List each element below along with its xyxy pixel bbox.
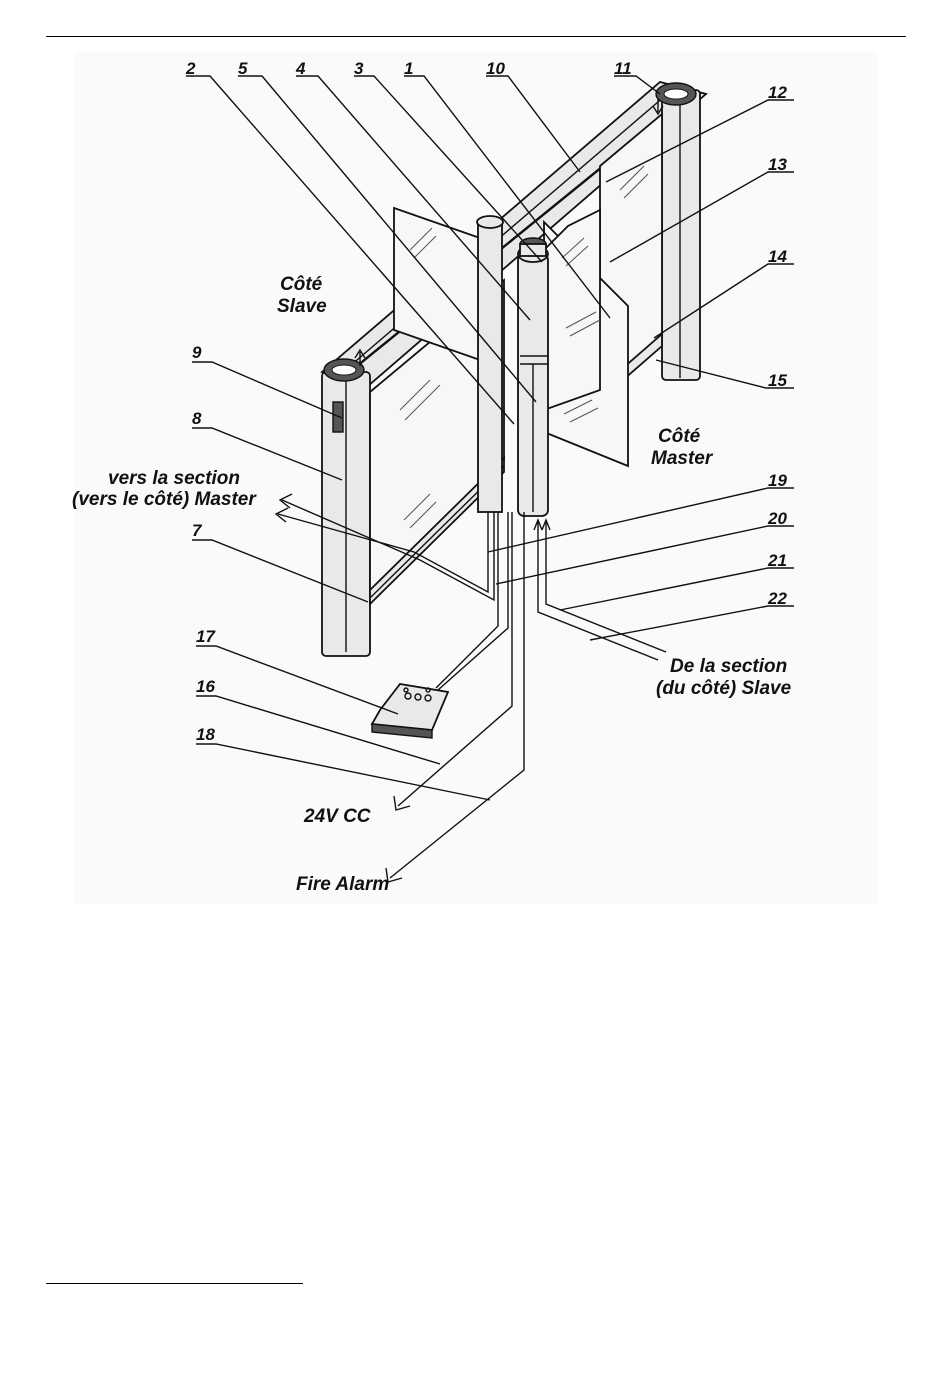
label-cote-slave-2: Slave [277,296,327,317]
callout-22: 22 [767,589,787,608]
callout-1: 1 [404,59,413,78]
callout-17: 17 [196,627,216,646]
callout-7: 7 [192,521,203,540]
footnote-rule [46,1283,303,1284]
label-vers-section-1: vers la section [108,468,240,489]
label-fire-alarm: Fire Alarm [296,874,389,895]
callout-13: 13 [768,155,787,174]
callout-11: 11 [614,59,632,78]
remote-console [372,684,448,738]
callout-10: 10 [486,59,505,78]
label-24v-cc: 24V CC [303,806,371,827]
callout-4: 4 [295,59,306,78]
callout-19: 19 [768,471,787,490]
label-de-section-1: De la section [670,656,787,677]
callout-3: 3 [354,59,364,78]
callout-12: 12 [768,83,787,102]
callout-18: 18 [196,725,215,744]
callout-21: 21 [767,551,787,570]
callout-16: 16 [196,677,215,696]
slave-end-post-left [322,350,370,656]
callout-14: 14 [768,247,787,266]
label-cote-master-2: Master [651,448,714,469]
callout-20: 20 [767,509,787,528]
label-vers-section-2: (vers le côté) Master [72,489,257,510]
callout-5: 5 [238,59,248,78]
callout-15: 15 [768,371,787,390]
label-de-section-2: (du côté) Slave [656,678,792,699]
callout-8: 8 [192,409,202,428]
callout-9: 9 [192,343,202,362]
callout-2: 2 [185,59,196,78]
label-cote-master-1: Côté [658,426,701,447]
label-cote-slave-1: Côté [280,274,323,295]
